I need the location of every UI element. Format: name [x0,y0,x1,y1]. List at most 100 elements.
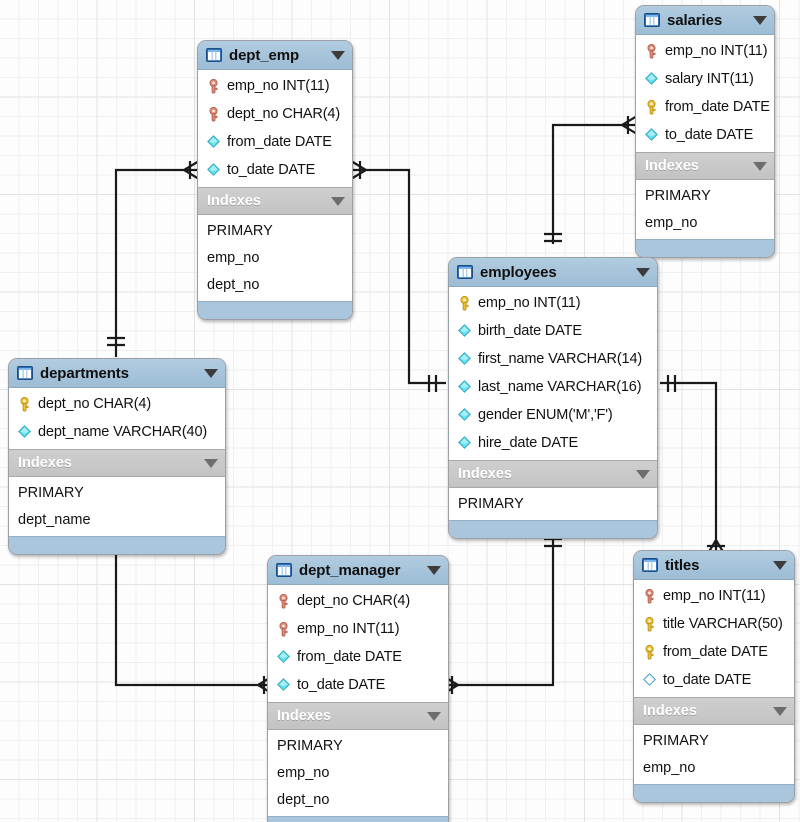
column-row[interactable]: dept_no CHAR(4) [198,100,352,128]
indexes-label: Indexes [277,708,331,724]
indexes-header-dept_manager[interactable]: Indexes [268,702,448,730]
relationship-employees-dept_emp[interactable] [350,160,446,392]
relationship-employees-dept_manager[interactable] [442,530,562,695]
chevron-down-icon[interactable] [331,50,345,60]
column-row[interactable]: to_date DATE [636,121,774,149]
column-label: salary INT(11) [665,71,754,87]
column-row[interactable]: emp_no INT(11) [449,289,657,317]
table-salaries[interactable]: salaries emp_no INT(11) salary INT(11) from… [635,5,775,258]
index-row[interactable]: emp_no [643,759,696,776]
table-icon [644,13,660,27]
column-row[interactable]: to_date DATE [268,671,448,699]
index-row[interactable]: PRIMARY [18,484,84,501]
table-header-dept_manager[interactable]: dept_manager [268,556,448,585]
column-label: to_date DATE [663,672,752,688]
column-row[interactable]: first_name VARCHAR(14) [449,345,657,373]
column-row[interactable]: birth_date DATE [449,317,657,345]
indexes-header-dept_emp[interactable]: Indexes [198,187,352,215]
column-row[interactable]: from_date DATE [634,638,794,666]
column-label: to_date DATE [227,162,316,178]
chevron-down-icon[interactable] [427,565,441,575]
table-header-departments[interactable]: departments [9,359,225,388]
column-row[interactable]: salary INT(11) [636,65,774,93]
column-label: dept_name VARCHAR(40) [38,424,208,440]
column-row[interactable]: gender ENUM('M','F') [449,401,657,429]
table-icon [642,558,658,572]
hollow-diamond-icon [643,672,657,688]
red-key-icon [277,593,291,609]
cyan-diamond-icon [645,71,659,87]
cyan-diamond-icon [458,323,472,339]
index-list-employees: PRIMARY [449,488,657,520]
indexes-header-titles[interactable]: Indexes [634,697,794,725]
index-row[interactable]: emp_no [277,764,330,781]
table-titles[interactable]: titles emp_no INT(11) title VARCHAR(50)fro… [633,550,795,803]
column-row[interactable]: dept_no CHAR(4) [9,390,225,418]
chevron-down-icon[interactable] [331,196,345,206]
column-row[interactable]: to_date DATE [634,666,794,694]
table-header-salaries[interactable]: salaries [636,6,774,35]
table-dept_manager[interactable]: dept_manager dept_no CHAR(4) emp_no INT(11… [267,555,449,822]
column-list-titles: emp_no INT(11) title VARCHAR(50)from_date… [634,580,794,697]
index-row[interactable]: PRIMARY [458,495,524,512]
column-list-dept_emp: emp_no INT(11)dept_no CHAR(4)from_date D… [198,70,352,187]
column-row[interactable]: title VARCHAR(50) [634,610,794,638]
cyan-diamond-icon [277,649,291,665]
chevron-down-icon[interactable] [773,560,787,570]
index-row[interactable]: PRIMARY [645,187,711,204]
table-header-dept_emp[interactable]: dept_emp [198,41,352,70]
index-list-salaries: PRIMARY emp_no [636,180,774,239]
table-header-employees[interactable]: employees [449,258,657,287]
chevron-down-icon[interactable] [636,469,650,479]
relationship-departments-dept_emp[interactable] [107,160,200,357]
index-row[interactable]: dept_no [207,276,260,293]
indexes-label: Indexes [18,455,72,471]
chevron-down-icon[interactable] [636,267,650,277]
index-row[interactable]: dept_no [277,791,330,808]
cyan-diamond-icon [645,127,659,143]
indexes-label: Indexes [207,193,261,209]
column-row[interactable]: emp_no INT(11) [634,582,794,610]
relationship-departments-dept_manager[interactable] [107,540,274,695]
table-header-titles[interactable]: titles [634,551,794,580]
column-row[interactable]: emp_no INT(11) [268,615,448,643]
red-key-icon [643,588,657,604]
table-name-titles: titles [665,556,700,574]
column-row[interactable]: emp_no INT(11) [636,37,774,65]
column-row[interactable]: dept_name VARCHAR(40) [9,418,225,446]
chevron-down-icon[interactable] [204,458,218,468]
chevron-down-icon[interactable] [204,368,218,378]
chevron-down-icon[interactable] [427,711,441,721]
column-row[interactable]: from_date DATE [198,128,352,156]
index-row[interactable]: PRIMARY [207,222,273,239]
relationship-employees-salaries[interactable] [544,115,638,244]
column-row[interactable]: emp_no INT(11) [198,72,352,100]
column-row[interactable]: from_date DATE [636,93,774,121]
index-row[interactable]: emp_no [645,214,698,231]
chevron-down-icon[interactable] [753,15,767,25]
column-row[interactable]: hire_date DATE [449,429,657,457]
column-row[interactable]: to_date DATE [198,156,352,184]
column-row[interactable]: dept_no CHAR(4) [268,587,448,615]
column-row[interactable]: from_date DATE [268,643,448,671]
indexes-header-employees[interactable]: Indexes [449,460,657,488]
relationship-employees-titles[interactable] [660,375,726,556]
index-row[interactable]: emp_no [207,249,260,266]
index-row[interactable]: PRIMARY [277,737,343,754]
index-row[interactable]: dept_name [18,511,91,528]
chevron-down-icon[interactable] [753,161,767,171]
cyan-diamond-icon [458,407,472,423]
column-row[interactable]: last_name VARCHAR(16) [449,373,657,401]
column-label: emp_no INT(11) [665,43,768,59]
column-label: dept_no CHAR(4) [297,593,410,609]
indexes-header-departments[interactable]: Indexes [9,449,225,477]
index-row[interactable]: PRIMARY [643,732,709,749]
column-label: emp_no INT(11) [663,588,766,604]
chevron-down-icon[interactable] [773,706,787,716]
column-label: to_date DATE [297,677,386,693]
indexes-header-salaries[interactable]: Indexes [636,152,774,180]
